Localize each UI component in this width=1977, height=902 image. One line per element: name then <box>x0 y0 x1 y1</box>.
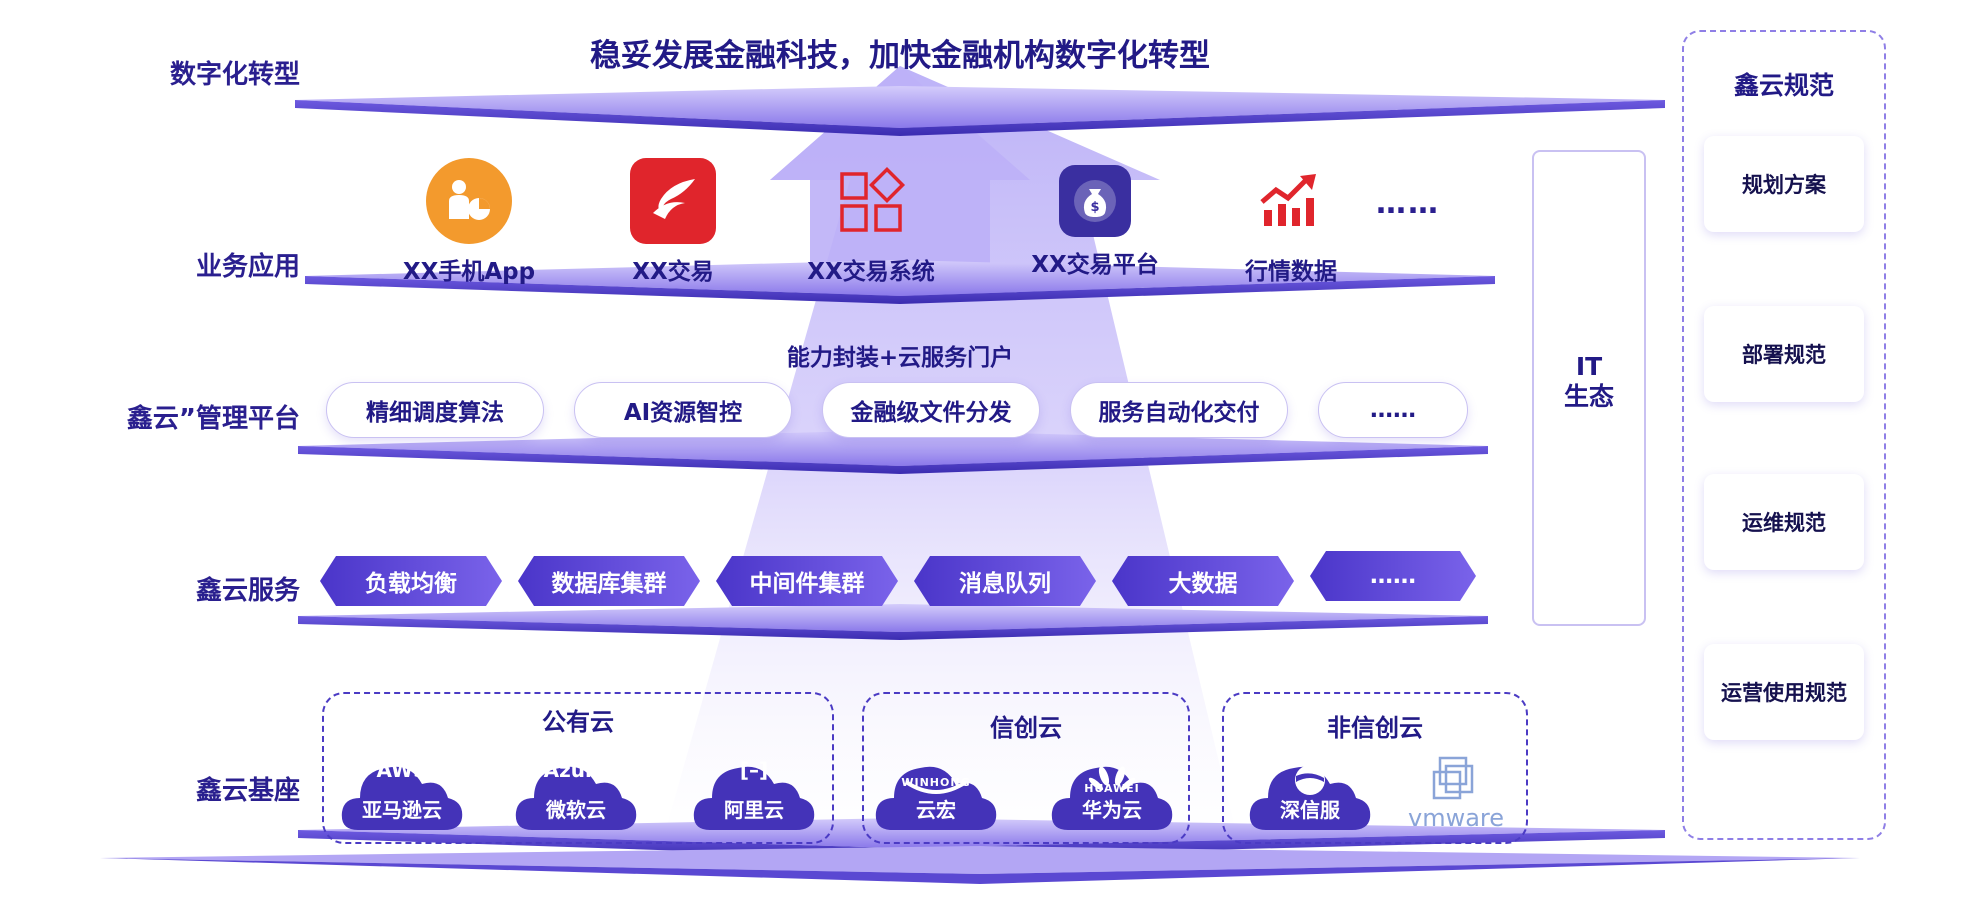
layer-label-services: 鑫云服务 <box>195 576 300 606</box>
app-trade[interactable]: XX交易 <box>578 158 768 286</box>
it-ecosystem-line1: IT <box>1575 352 1603 381</box>
swoosh-logo-icon <box>630 158 716 244</box>
base-plane <box>100 846 1860 874</box>
app-grid-icon <box>828 158 914 244</box>
spec-panel: 鑫云规范 规划方案 部署规范 运维规范 运营使用规范 <box>1682 30 1886 840</box>
platform-pill-more[interactable]: …… <box>1318 382 1468 438</box>
service-tile[interactable]: 消息队列 <box>914 556 1096 606</box>
app-trade-system[interactable]: XX交易系统 <box>776 158 966 286</box>
service-tile[interactable]: 负载均衡 <box>320 556 502 606</box>
cloud-shape-icon <box>1249 765 1371 830</box>
platform-pill[interactable]: 精细调度算法 <box>326 382 544 438</box>
cloud-name: 亚马逊云 <box>362 798 442 822</box>
service-tile[interactable]: 大数据 <box>1112 556 1294 606</box>
layer-label-digital: 数字化转型 <box>169 60 300 90</box>
cloud-name: 云宏 <box>916 798 956 822</box>
cloud-aliyun[interactable]: [–] 阿里云 <box>690 742 818 834</box>
service-tile-more[interactable]: …… <box>1310 551 1476 601</box>
vmware-logo[interactable]: vmware <box>1400 756 1512 832</box>
cloud-group-title: 公有云 <box>542 708 614 736</box>
cloud-brand: AWS <box>376 758 428 782</box>
cloud-group-xinchuang: 信创云 WINHONG 云宏 HUAWEI 华为云 <box>862 692 1190 844</box>
app-market-data[interactable]: 行情数据 <box>1196 158 1386 286</box>
app-label: XX交易平台 <box>1031 252 1159 278</box>
app-label: XX手机App <box>402 259 536 285</box>
cloud-name: 华为云 <box>1082 798 1142 822</box>
cloud-brand: HUAWEI <box>1084 782 1140 795</box>
spec-card[interactable]: 规划方案 <box>1704 136 1864 232</box>
svg-text:$: $ <box>1090 200 1099 215</box>
money-bag-icon: $ <box>1059 165 1131 237</box>
layer-label-platform: 鑫云”管理平台 <box>126 404 300 434</box>
apps-more: …… <box>1376 186 1440 221</box>
app-label: XX交易系统 <box>807 259 935 285</box>
plane-apps <box>305 260 1495 296</box>
cloud-huawei[interactable]: HUAWEI 华为云 <box>1048 742 1176 834</box>
platform-pill[interactable]: AI资源智控 <box>574 382 792 438</box>
cloud-group-title: 非信创云 <box>1327 714 1423 742</box>
vmware-wordmark: vmware <box>1407 804 1505 832</box>
it-ecosystem-line2: 生态 <box>1563 382 1614 411</box>
app-mobile[interactable]: XX手机App <box>374 158 564 286</box>
platform-title: 能力封装+云服务门户 <box>786 345 1014 371</box>
spec-title: 鑫云规范 <box>1733 71 1834 100</box>
layer-label-foundation: 鑫云基座 <box>195 776 300 806</box>
spec-card[interactable]: 部署规范 <box>1704 306 1864 402</box>
cloud-group-non-xinchuang: 非信创云 深信服 vmware <box>1222 692 1528 844</box>
person-chart-icon <box>426 158 512 244</box>
service-tile[interactable]: 数据库集群 <box>518 556 700 606</box>
cloud-shape-icon <box>341 766 463 830</box>
app-label: 行情数据 <box>1245 259 1337 285</box>
layer-label-apps: 业务应用 <box>195 252 300 282</box>
cloud-aws[interactable]: AWS 亚马逊云 <box>338 742 466 834</box>
spec-card[interactable]: 运营使用规范 <box>1704 644 1864 740</box>
cloud-group-title: 信创云 <box>990 714 1062 742</box>
plane-platform <box>298 430 1488 466</box>
cloud-name: 深信服 <box>1280 798 1340 822</box>
cloud-shape-icon <box>1051 766 1173 830</box>
trend-up-icon <box>1248 158 1334 244</box>
cloud-name: 微软云 <box>546 798 606 822</box>
plane-digital <box>295 86 1665 128</box>
app-trade-platform[interactable]: $ XX交易平台 <box>1000 158 1190 279</box>
it-ecosystem-label: IT 生态 <box>1534 352 1644 412</box>
cloud-shape-icon <box>875 766 997 830</box>
app-label: XX交易 <box>632 259 714 285</box>
cloud-name: 阿里云 <box>724 798 784 822</box>
platform-pill[interactable]: 服务自动化交付 <box>1070 382 1288 438</box>
service-tile[interactable]: 中间件集群 <box>716 556 898 606</box>
headline: 稳妥发展金融科技，加快金融机构数字化转型 <box>590 38 1210 74</box>
aliyun-logo-icon: [–] <box>739 758 769 782</box>
cloud-brand: WINHONG <box>901 776 971 789</box>
spec-card[interactable]: 运维规范 <box>1704 474 1864 570</box>
cloud-group-public: 公有云 AWS 亚马逊云 Azure 微软云 [–] 阿里云 <box>322 692 834 844</box>
plane-services <box>298 604 1488 632</box>
cloud-shape-icon <box>515 766 637 830</box>
vmware-boxes-icon <box>1432 756 1474 800</box>
platform-pill[interactable]: 金融级文件分发 <box>822 382 1040 438</box>
cloud-brand: Azure <box>543 758 609 782</box>
cloud-shape-icon <box>693 766 815 830</box>
cloud-winhong[interactable]: WINHONG 云宏 <box>872 742 1000 834</box>
cloud-azure[interactable]: Azure 微软云 <box>512 742 640 834</box>
it-ecosystem-box: IT 生态 <box>1532 150 1646 626</box>
cloud-sangfor[interactable]: 深信服 <box>1246 742 1374 834</box>
